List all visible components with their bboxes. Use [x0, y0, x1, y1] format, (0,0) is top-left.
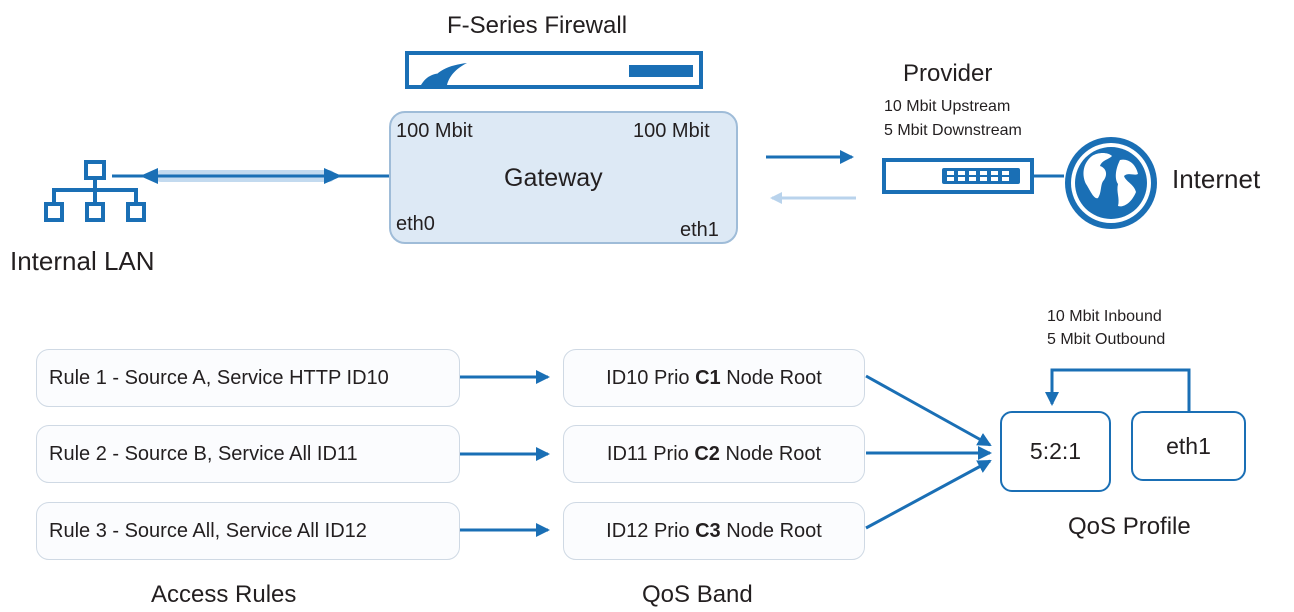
gateway-right-speed: 100 Mbit — [633, 120, 710, 142]
access-rule-2-text: Rule 2 - Source B, Service All ID11 — [49, 442, 358, 465]
gateway-label: Gateway — [504, 164, 603, 192]
firewall-device-icon — [405, 51, 703, 89]
globe-icon — [1065, 137, 1157, 229]
firewall-title: F-Series Firewall — [447, 12, 628, 39]
access-rule-2: Rule 2 - Source B, Service All ID11 — [36, 425, 460, 483]
gateway-left-speed: 100 Mbit — [396, 120, 473, 142]
qos-profile-interface-box: eth1 — [1131, 411, 1246, 481]
qos-band-1: ID10 Prio C1 Node Root — [563, 349, 865, 407]
qos-band-2: ID11 Prio C2 Node Root — [563, 425, 865, 483]
provider-downstream: 5 Mbit Downstream — [884, 122, 1022, 139]
lan-link-arrow-right — [324, 168, 342, 184]
profile-loop-arrow — [1045, 368, 1191, 412]
access-rule-3-text: Rule 3 - Source All, Service All ID12 — [49, 519, 367, 542]
qos-band-3-pre: ID12 Prio — [606, 519, 696, 542]
band1-arrow — [865, 374, 992, 447]
qos-profile-outbound: 5 Mbit Outbound — [1047, 331, 1166, 348]
access-rules-caption: Access Rules — [151, 581, 297, 608]
gateway-left-interface: eth0 — [396, 213, 435, 235]
provider-title: Provider — [903, 60, 993, 87]
provider-upstream: 10 Mbit Upstream — [884, 98, 1011, 115]
qos-band-2-pre: ID11 Prio — [606, 442, 695, 465]
qos-band-2-class: C2 — [694, 442, 720, 465]
access-rule-1-text: Rule 1 - Source A, Service HTTP ID10 — [49, 366, 389, 389]
gateway-box — [389, 111, 738, 244]
qos-band-2-post: Node Root — [719, 442, 822, 465]
lan-label: Internal LAN — [10, 246, 155, 276]
internet-label: Internet — [1172, 164, 1261, 194]
access-rule-1: Rule 1 - Source A, Service HTTP ID10 — [36, 349, 460, 407]
qos-band-3-class: C3 — [695, 519, 721, 542]
qos-profile-interface: eth1 — [1166, 432, 1211, 459]
gateway-right-interface: eth1 — [680, 219, 719, 241]
qos-band-1-post: Node Root — [720, 366, 822, 389]
band3-arrow — [865, 459, 992, 530]
provider-modem-icon — [882, 158, 1034, 194]
qos-profile-ratio-box: 5:2:1 — [1000, 411, 1111, 492]
qos-band-1-pre: ID10 Prio — [606, 366, 696, 389]
qos-band-1-class: C1 — [695, 366, 721, 389]
qos-band-3: ID12 Prio C3 Node Root — [563, 502, 865, 560]
access-rule-3: Rule 3 - Source All, Service All ID12 — [36, 502, 460, 560]
qos-profile-caption: QoS Profile — [1068, 513, 1191, 540]
qos-band-3-post: Node Root — [720, 519, 822, 542]
qos-profile-inbound: 10 Mbit Inbound — [1047, 308, 1162, 325]
network-tree-icon — [44, 160, 146, 222]
qos-band-caption: QoS Band — [642, 581, 753, 608]
lan-link-arrow-left — [140, 168, 158, 184]
qos-profile-ratio: 5:2:1 — [1029, 438, 1082, 464]
